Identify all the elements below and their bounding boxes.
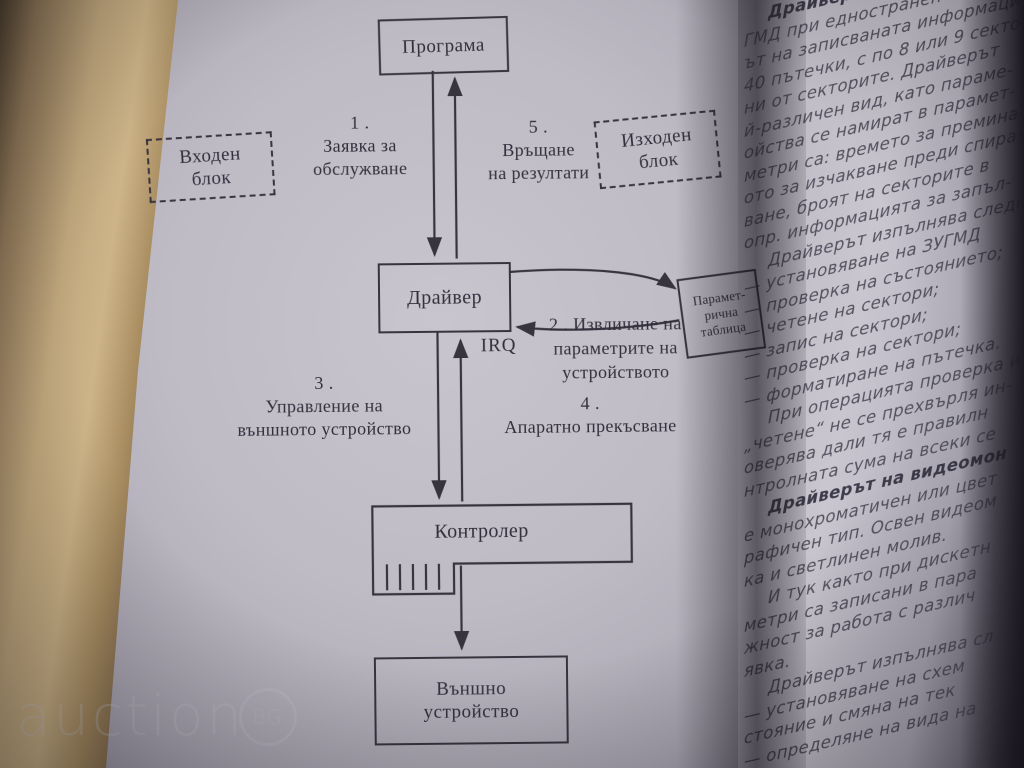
irq-label: IRQ [475, 334, 521, 357]
label-3-num: 3 . [314, 372, 334, 394]
arrow-request-down [426, 70, 443, 258]
connector-pins [385, 563, 441, 591]
label-5-line1: Връщане [502, 139, 575, 161]
label-5-num: 5 . [528, 116, 549, 137]
label-1: 1 . Заявка за обслужване [287, 111, 433, 182]
label-3-line2: външното устройство [237, 418, 412, 440]
label-1-num: 1 . [350, 112, 370, 133]
label-4-line1: Апаратно прекъсване [504, 415, 677, 438]
label-2-line3: устройството [562, 361, 670, 383]
input-block-box: Входен блок [145, 131, 276, 204]
external-device-line1: Външно [436, 678, 507, 700]
label-2: 2 . Извличане на параметрите на устройст… [517, 311, 714, 385]
input-block-line2: блок [191, 166, 232, 191]
controller-outline [371, 502, 633, 596]
driver-box-label: Драйвер [407, 285, 483, 309]
program-box: Програма [377, 15, 510, 76]
controller-text: Контролер [434, 519, 529, 543]
arrow-result-up [447, 76, 463, 259]
label-1-line2: обслужване [313, 158, 408, 180]
arrow-control-down [431, 332, 447, 500]
irq-text: IRQ [480, 334, 517, 357]
output-block-line1: Изходен [620, 124, 693, 152]
label-2-line1: 2 . Извличане на [548, 313, 682, 335]
label-4-num: 4 . [580, 393, 600, 414]
label-5: 5 . Връщане на резултати [463, 115, 614, 186]
label-1-line1: Заявка за [323, 135, 397, 156]
arrow-to-device [453, 565, 470, 651]
arrow-to-param-table [508, 268, 677, 290]
program-box-label: Програма [401, 34, 486, 58]
label-3: 3 . Управление на външното устройство [218, 371, 431, 442]
arrow-irq-up [453, 338, 469, 502]
label-3-line1: Управление на [265, 395, 384, 417]
label-4: 4 . Апаратно прекъсване [478, 391, 702, 439]
label-2-line2: параметрите на [553, 337, 678, 359]
external-device-box: Външно устройство [373, 655, 569, 746]
output-block-line2: блок [638, 148, 680, 174]
label-5-line2: на резултати [488, 162, 590, 184]
driver-box: Драйвер [377, 262, 512, 334]
external-device-line2: устройство [423, 700, 520, 723]
arrow-from-param-table [515, 319, 680, 337]
input-block-line1: Входен [178, 143, 242, 169]
controller-box-label: Контролер [391, 519, 571, 544]
